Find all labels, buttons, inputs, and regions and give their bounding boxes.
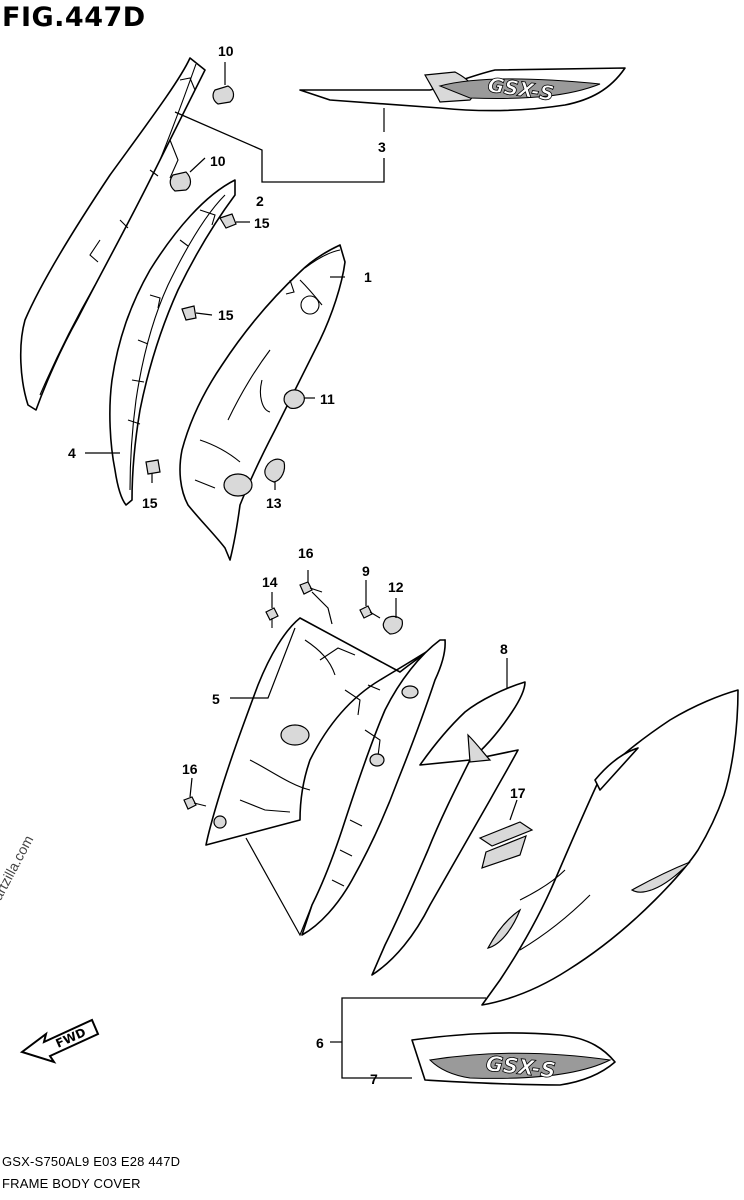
callout-14: 14 — [262, 574, 278, 590]
callout-6: 6 — [316, 1035, 324, 1051]
part-15-clip-b[interactable] — [181, 305, 197, 321]
part-11-grommet[interactable] — [283, 389, 305, 409]
callout-3: 3 — [378, 139, 386, 155]
leader-lines — [85, 62, 518, 1079]
callout-numbers: 10 10 3 2 15 1 15 11 4 15 13 16 14 9 12 … — [68, 43, 526, 1087]
part-13-cushion[interactable] — [264, 458, 286, 483]
part-10-grommet-b[interactable] — [169, 171, 192, 192]
part-17-emblem[interactable] — [478, 821, 534, 869]
part-6-outer-cover[interactable] — [481, 689, 739, 1006]
callout-4: 4 — [68, 445, 76, 461]
part-4-inner-cover[interactable] — [109, 179, 236, 506]
part-5-lower-frame[interactable] — [205, 617, 446, 936]
part-8-side-decal[interactable] — [371, 681, 526, 976]
model-code: GSX-S750AL9 E03 E28 447D — [2, 1154, 181, 1169]
callout-10-upper: 10 — [218, 43, 234, 59]
callout-13: 13 — [266, 495, 282, 511]
figure-title: FIG.447D — [2, 2, 146, 33]
part-7-lower-decal[interactable]: GSX-S — [411, 1032, 616, 1086]
callout-12: 12 — [388, 579, 404, 595]
callout-15-b: 15 — [218, 307, 234, 323]
callout-16-lower: 16 — [182, 761, 198, 777]
callout-15-c: 15 — [142, 495, 158, 511]
callout-10-lower: 10 — [210, 153, 226, 169]
part-15-clip-a[interactable] — [219, 213, 237, 229]
callout-9: 9 — [362, 563, 370, 579]
callout-16-upper: 16 — [298, 545, 314, 561]
callout-1: 1 — [364, 269, 372, 285]
part-2-outer-cover[interactable] — [19, 57, 206, 411]
part-9-bolt[interactable] — [359, 605, 381, 619]
part-12-spacer[interactable] — [382, 615, 403, 635]
part-3-upper-decal[interactable]: GSX-S — [299, 67, 626, 112]
part-10-grommet-a[interactable] — [212, 85, 235, 105]
callout-8: 8 — [500, 641, 508, 657]
callout-17: 17 — [510, 785, 526, 801]
callout-11: 11 — [320, 391, 335, 407]
fwd-arrow-icon: FWD — [19, 1018, 100, 1064]
callout-5: 5 — [212, 691, 220, 707]
callout-2: 2 — [256, 193, 264, 209]
part-16-bolt-a[interactable] — [299, 581, 323, 595]
part-16-bolt-b[interactable] — [183, 796, 207, 810]
callout-7: 7 — [370, 1071, 378, 1087]
part-14-screw[interactable] — [265, 607, 279, 628]
callout-15-a: 15 — [254, 215, 270, 231]
part-1-side-panel[interactable] — [179, 244, 346, 561]
part-15-clip-c[interactable] — [145, 459, 161, 475]
figure-name: FRAME BODY COVER — [2, 1176, 141, 1191]
